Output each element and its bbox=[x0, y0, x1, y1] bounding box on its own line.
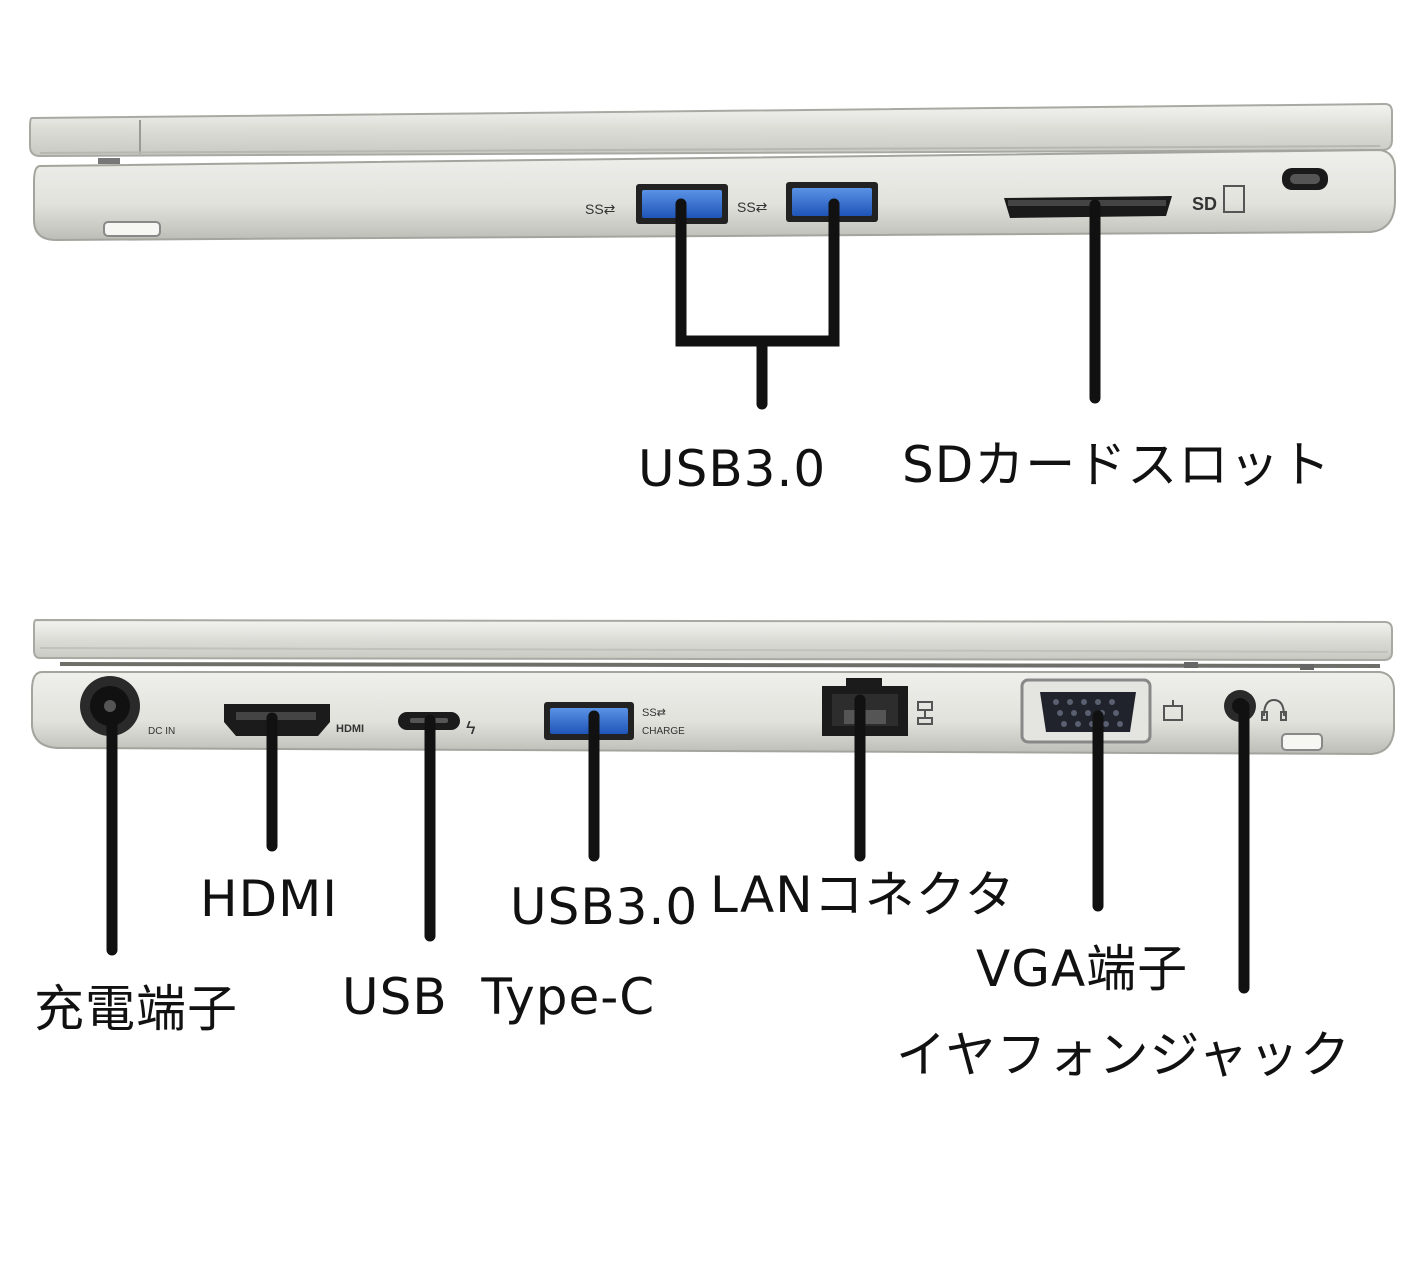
bottom-lid bbox=[33, 618, 1393, 662]
label-lan: LANコネクタ bbox=[710, 866, 1016, 924]
usb-charge-mark: CHARGE bbox=[642, 726, 685, 737]
label-usb-type-c: USB Type-C bbox=[342, 968, 656, 1026]
headphone-icon bbox=[1261, 698, 1287, 721]
bottom-leader-lines bbox=[106, 694, 1250, 994]
label-earphone: イヤフォンジャック bbox=[896, 1026, 1351, 1084]
sd-logo: SD bbox=[1192, 194, 1217, 214]
dc-in-mark: DC IN bbox=[148, 726, 175, 737]
dc-in-port bbox=[80, 676, 140, 736]
usb-ss-mark: SS⇄ bbox=[642, 707, 666, 719]
vga-port bbox=[1020, 678, 1152, 744]
sd-card-icon bbox=[1223, 185, 1245, 213]
label-sd-slot: SDカードスロット bbox=[902, 436, 1332, 494]
sd-card-slot bbox=[1004, 196, 1172, 218]
label-charge: 充電端子 bbox=[34, 980, 238, 1038]
hdmi-mark: HDMI bbox=[336, 723, 364, 735]
label-bottom-usb: USB3.0 bbox=[510, 878, 699, 936]
monitor-icon bbox=[1163, 700, 1183, 721]
top-usb-symbol-1: SS⇄ bbox=[585, 201, 616, 217]
top-usb-symbol-2: SS⇄ bbox=[737, 199, 768, 215]
top-lid bbox=[29, 102, 1393, 158]
thunderbolt-mark: ϟ bbox=[466, 718, 476, 738]
label-vga: VGA端子 bbox=[976, 940, 1189, 998]
network-icon bbox=[917, 701, 933, 725]
top-leader-lines bbox=[675, 198, 1101, 410]
label-top-usb: USB3.0 bbox=[638, 440, 827, 498]
label-hdmi: HDMI bbox=[200, 870, 338, 928]
security-lock-slot bbox=[1282, 168, 1328, 190]
